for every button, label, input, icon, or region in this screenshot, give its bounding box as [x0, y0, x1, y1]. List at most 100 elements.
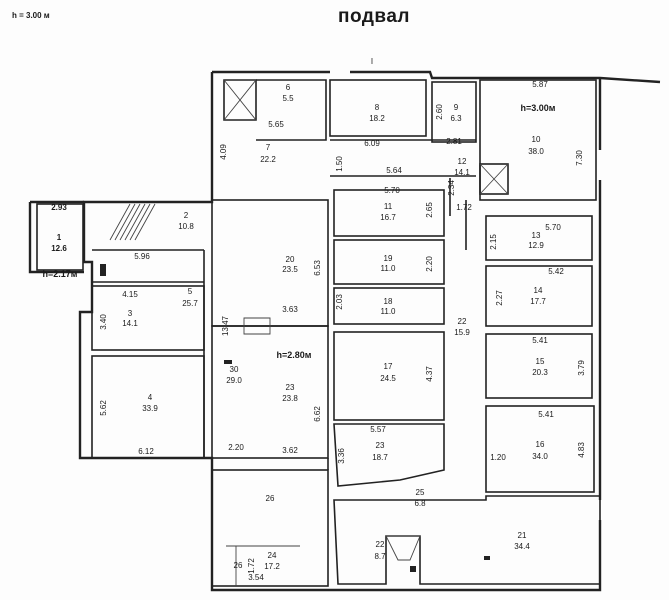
- room-number: 21: [517, 531, 527, 540]
- dim-label: 5.62: [99, 400, 108, 416]
- dim-label: 2.20: [425, 256, 434, 272]
- dim-label: 3.63: [282, 305, 298, 314]
- room-number: 11: [383, 202, 393, 211]
- room-area: 6.8: [414, 499, 426, 508]
- dim-label: 2.81: [446, 137, 462, 146]
- room-number: 24: [267, 551, 277, 560]
- room-area: 12.6: [51, 244, 67, 253]
- dim-label: 5.42: [548, 267, 564, 276]
- dim-label: 5.96: [134, 252, 150, 261]
- dim-label: 6.62: [313, 406, 322, 422]
- room-number: 30: [229, 365, 239, 374]
- room-number: 23: [285, 383, 295, 392]
- dim-label: 2.93: [51, 203, 67, 212]
- ceiling-height-note: h = 3.00 м: [12, 11, 50, 20]
- ceiling-height-label: h=3.00м: [520, 103, 556, 113]
- ceiling-height-label: h=2.80м: [276, 350, 312, 360]
- room-number: 26: [265, 494, 275, 503]
- dim-label: 1.50: [335, 156, 344, 172]
- room-area: 33.9: [142, 404, 158, 413]
- room-number: 14: [533, 286, 543, 295]
- room-number: 18: [383, 297, 393, 306]
- room-area: 6.3: [450, 114, 462, 123]
- room-number: 2: [183, 211, 189, 220]
- dim-label: 6.53: [313, 260, 322, 276]
- dim-label: 2.15: [489, 234, 498, 250]
- dim-label: 5.41: [538, 410, 554, 419]
- dim-label: 2.03: [335, 294, 344, 310]
- room-area: 8.7: [374, 552, 386, 561]
- dim-label: 2.20: [228, 443, 244, 452]
- room-number: 12: [457, 157, 467, 166]
- dim-label: 3.79: [577, 360, 586, 376]
- dim-label: 6.12: [138, 447, 154, 456]
- room-number: 6: [285, 83, 291, 92]
- axis-mark: I: [370, 57, 374, 66]
- room-number: 17: [383, 362, 393, 371]
- dim-label: 5.64: [386, 166, 402, 175]
- dim-label: 5.57: [370, 425, 386, 434]
- room-number: 13: [531, 231, 541, 240]
- room-number: 19: [383, 254, 393, 263]
- room-number: 5: [187, 287, 193, 296]
- room-number: 26: [233, 561, 243, 570]
- room-number: 3: [127, 309, 133, 318]
- dim-label: 7.30: [575, 150, 584, 166]
- room-area: 34.4: [514, 542, 530, 551]
- dim-label: 5.65: [268, 120, 284, 129]
- dim-label: 2.34: [447, 180, 456, 196]
- dim-label: 5.41: [532, 336, 548, 345]
- room-area: 38.0: [528, 147, 544, 156]
- room-number: 1: [56, 233, 62, 242]
- dim-label: 2.65: [425, 202, 434, 218]
- room-number: 22: [457, 317, 467, 326]
- room-number: 20: [285, 255, 295, 264]
- dim-label: 5.70: [545, 223, 561, 232]
- room-number: 15: [535, 357, 545, 366]
- room-number: 10: [531, 135, 541, 144]
- dim-label: 3.54: [248, 573, 264, 582]
- dim-label: 4.09: [219, 144, 228, 160]
- room-area: 5.5: [282, 94, 294, 103]
- room-area: 16.7: [380, 213, 396, 222]
- room-number: 8: [374, 103, 380, 112]
- room-area: 10.8: [178, 222, 194, 231]
- room-number: 22: [375, 540, 385, 549]
- room-area: 12.9: [528, 241, 544, 250]
- room-area: 11.0: [380, 307, 396, 316]
- dim-label: 4.83: [577, 442, 586, 458]
- dim-label: 2.27: [495, 290, 504, 306]
- ceiling-height-label: h=2.17м: [42, 269, 78, 279]
- room-area: 17.7: [530, 297, 546, 306]
- room-area: 24.5: [380, 374, 396, 383]
- dim-label: 1.72: [456, 203, 472, 212]
- dim-label: 2.60: [435, 104, 444, 120]
- room-area: 14.1: [122, 319, 138, 328]
- room-number: 23: [375, 441, 385, 450]
- room-number: 16: [535, 440, 545, 449]
- room-area: 15.9: [454, 328, 470, 337]
- room-area: 11.0: [380, 264, 396, 273]
- room-area: 14.1: [454, 168, 470, 177]
- room-area: 34.0: [532, 452, 548, 461]
- room-number: 9: [453, 103, 459, 112]
- room-area: 20.3: [532, 368, 548, 377]
- room-area: 18.7: [372, 453, 388, 462]
- page-title: подвал: [338, 6, 410, 27]
- room-area: 22.2: [260, 155, 276, 164]
- dim-label: 5.87: [532, 80, 548, 89]
- room-number: 4: [147, 393, 153, 402]
- dim-label: 6.09: [364, 139, 380, 148]
- dim-label: 4.37: [425, 366, 434, 382]
- dim-label: 13.47: [221, 315, 230, 337]
- room-area: 18.2: [369, 114, 385, 123]
- room-number: 25: [415, 488, 425, 497]
- dim-label: 1.20: [490, 453, 506, 462]
- dim-label: 3.36: [337, 448, 346, 464]
- dim-label: 3.40: [99, 314, 108, 330]
- dim-label: 3.62: [282, 446, 298, 455]
- room-area: 17.2: [264, 562, 280, 571]
- room-area: 23.5: [282, 265, 298, 274]
